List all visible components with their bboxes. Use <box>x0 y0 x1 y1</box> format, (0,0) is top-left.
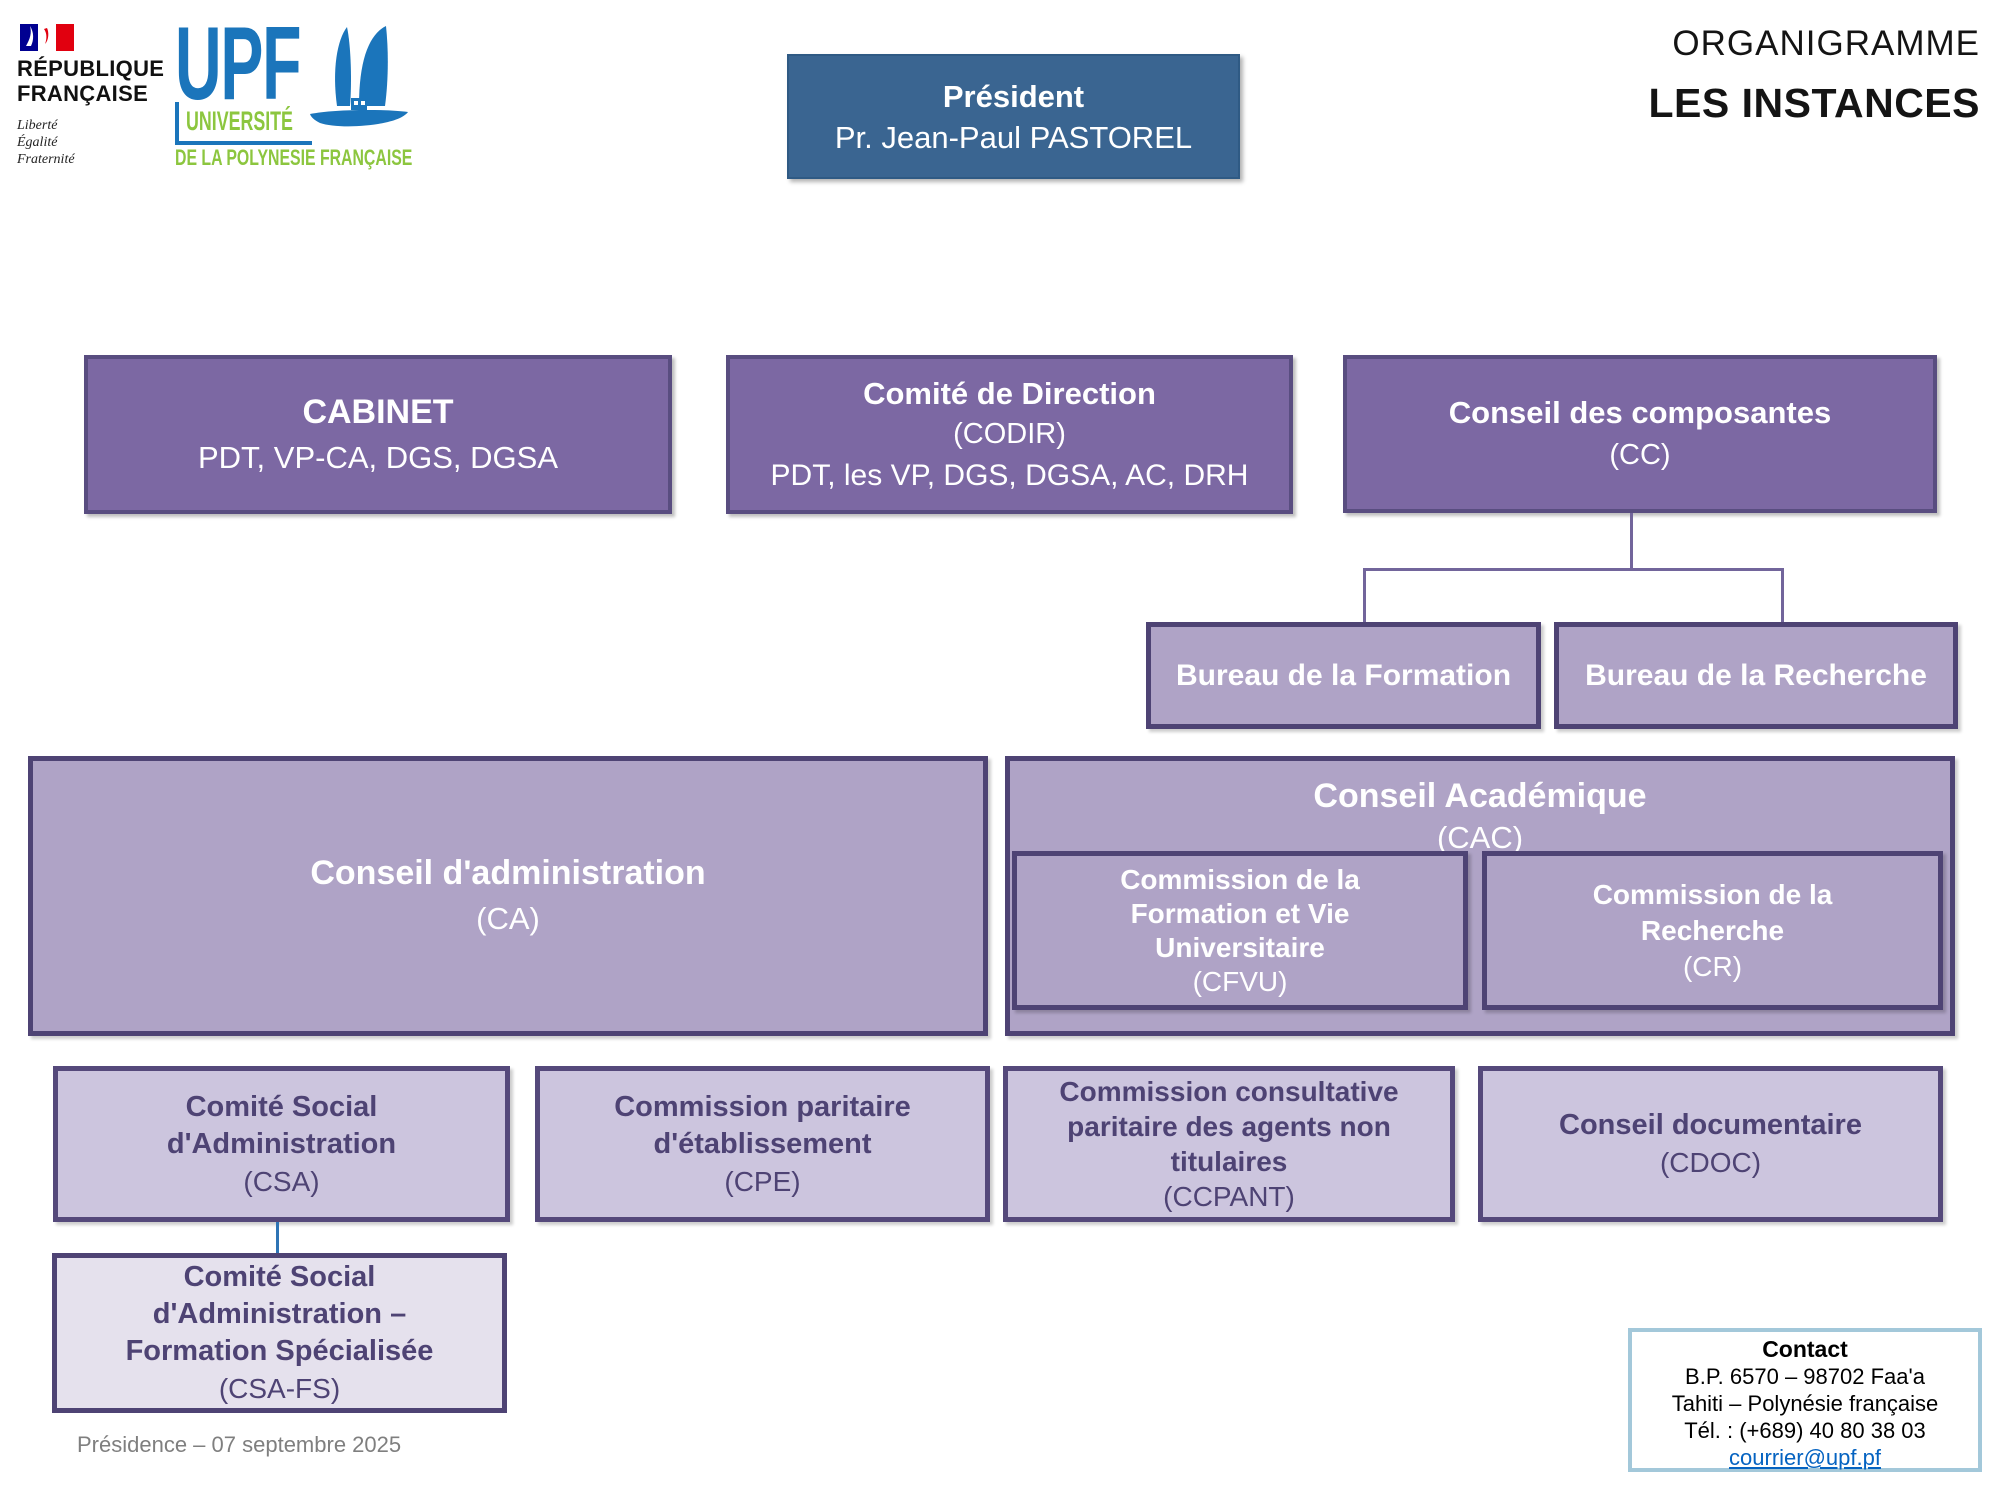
box-ccpant: Commission consultative paritaire des ag… <box>1003 1066 1455 1222</box>
contact-phone: Tél. : (+689) 40 80 38 03 <box>1684 1418 1926 1443</box>
cdoc-title: Conseil documentaire <box>1559 1109 1862 1141</box>
upf-logo: UPF UNIVERSITÉ DE LA POLYNESIE FRANÇAISE <box>175 10 435 175</box>
box-codir: Comité de Direction (CODIR) PDT, les VP,… <box>726 355 1293 514</box>
csafs-title: Comité Social d'Administration – Formati… <box>125 1261 434 1367</box>
codir-members: PDT, les VP, DGS, DGSA, AC, DRH <box>770 459 1249 492</box>
contact-email-link[interactable]: courrier@upf.pf <box>1729 1445 1881 1470</box>
devise-liberte: Liberté <box>17 118 58 133</box>
cc-acronym: (CC) <box>1609 439 1671 471</box>
box-csafs: Comité Social d'Administration – Formati… <box>52 1253 507 1413</box>
connector-csa-csafs <box>276 1222 279 1255</box>
box-cfvu: Commission de la Formation et Vie Univer… <box>1012 851 1468 1010</box>
french-flag-marianne-icon <box>20 24 74 51</box>
box-cdoc: Conseil documentaire (CDOC) <box>1478 1066 1943 1222</box>
cr-title: Commission de la Recherche <box>1592 878 1833 946</box>
devise: Liberté Égalité Fraternité <box>17 117 75 168</box>
box-conseil-administration: Conseil d'administration (CA) <box>28 756 988 1036</box>
upf-polynesie-label: DE LA POLYNESIE FRANÇAISE <box>175 145 413 170</box>
cpe-title: Commission paritaire d'établissement <box>614 1090 911 1160</box>
box-cabinet: CABINET PDT, VP-CA, DGS, DGSA <box>84 355 672 514</box>
box-president: Président Pr. Jean-Paul PASTOREL <box>787 54 1240 179</box>
box-conseil-composantes: Conseil des composantes (CC) <box>1343 355 1937 513</box>
box-csa: Comité Social d'Administration (CSA) <box>53 1066 510 1222</box>
cpe-acronym: (CPE) <box>724 1165 801 1197</box>
marianne-line1: RÉPUBLIQUE <box>17 56 165 81</box>
cr-acronym: (CR) <box>1682 950 1743 982</box>
ccpant-title: Commission consultative paritaire des ag… <box>1059 1076 1399 1177</box>
cac-title: Conseil Académique <box>1313 777 1647 815</box>
bureau-recherche-title: Bureau de la Recherche <box>1585 658 1927 692</box>
csa-acronym: (CSA) <box>243 1165 320 1197</box>
devise-egalite: Égalité <box>17 135 58 150</box>
connector-cc-drop-right <box>1781 568 1784 624</box>
contact-title: Contact <box>1762 1336 1848 1362</box>
cdoc-acronym: (CDOC) <box>1659 1147 1762 1178</box>
codir-acronym: (CODIR) <box>953 418 1066 450</box>
box-bureau-formation: Bureau de la Formation <box>1146 622 1541 729</box>
bureau-formation-title: Bureau de la Formation <box>1175 658 1512 692</box>
cc-title: Conseil des composantes <box>1448 395 1832 430</box>
ccpant-acronym: (CCPANT) <box>1163 1181 1295 1212</box>
upf-canoe-icon <box>310 26 408 127</box>
contact-box: Contact B.P. 6570 – 98702 Faa'a Tahiti –… <box>1628 1328 1982 1472</box>
box-cpe: Commission paritaire d'établissement (CP… <box>535 1066 990 1222</box>
box-cr: Commission de la Recherche (CR) <box>1482 851 1943 1010</box>
footer-date: Présidence – 07 septembre 2025 <box>77 1432 402 1457</box>
upf-universite-frame: UNIVERSITÉ <box>175 102 312 145</box>
cfvu-acronym: (CFVU) <box>1192 965 1288 997</box>
contact-address-line1: B.P. 6570 – 98702 Faa'a <box>1685 1364 1925 1389</box>
marianne-line2: FRANÇAISE <box>17 81 149 106</box>
connector-cc-drop-left <box>1363 568 1366 624</box>
contact-address-line2: Tahiti – Polynésie française <box>1671 1391 1939 1416</box>
codir-title: Comité de Direction <box>863 376 1156 411</box>
cac-acronym: (CAC) <box>1436 820 1524 855</box>
doc-subtitle: LES INSTANCES <box>1648 80 1980 126</box>
ca-title: Conseil d'administration <box>310 854 706 892</box>
upf-acronym: UPF <box>175 6 301 122</box>
devise-fraternite: Fraternité <box>17 152 75 167</box>
president-name: Pr. Jean-Paul PASTOREL <box>834 119 1193 155</box>
connector-cc-horizontal <box>1363 568 1784 571</box>
president-title: Président <box>942 78 1085 114</box>
document-titles: ORGANIGRAMME LES INSTANCES <box>1480 22 1980 126</box>
ca-acronym: (CA) <box>476 901 540 936</box>
csafs-acronym: (CSA-FS) <box>218 1373 341 1404</box>
cabinet-title: CABINET <box>302 392 454 431</box>
cabinet-members: PDT, VP-CA, DGS, DGSA <box>197 439 558 475</box>
csa-title: Comité Social d'Administration <box>166 1090 397 1160</box>
upf-universite-label: UNIVERSITÉ <box>186 106 293 136</box>
box-bureau-recherche: Bureau de la Recherche <box>1554 622 1958 729</box>
cfvu-title: Commission de la Formation et Vie Univer… <box>1120 863 1360 963</box>
connector-cc-stub <box>1630 513 1633 570</box>
doc-title: ORGANIGRAMME <box>1672 24 1980 63</box>
